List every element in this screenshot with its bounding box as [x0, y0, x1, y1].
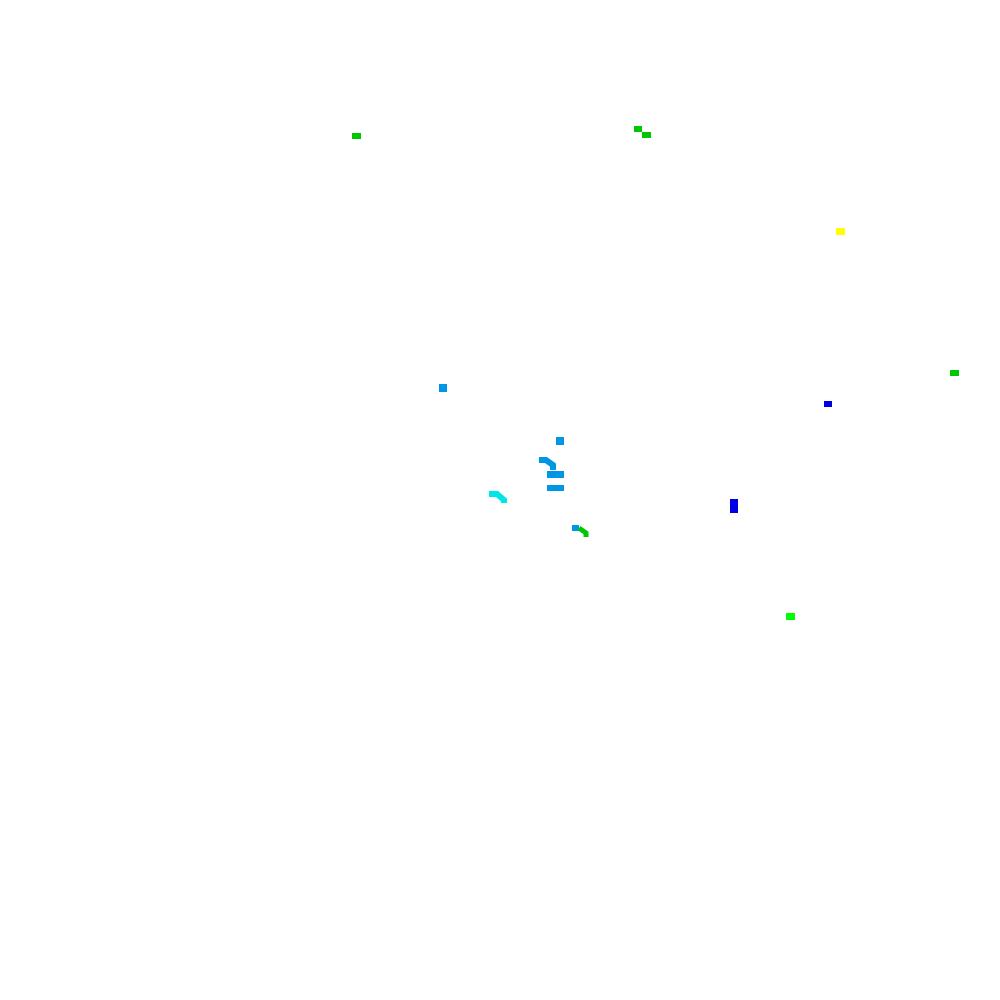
- green-fragment-4: [950, 370, 959, 376]
- azure-green-fragment: [572, 525, 589, 537]
- yellow-fragment: [836, 228, 845, 235]
- green-fragment-3: [642, 132, 651, 138]
- green-fragment-2: [634, 126, 642, 132]
- blue-fragment-1: [630, 338, 652, 354]
- azure-fragment-5: [547, 485, 564, 491]
- azure-fragment-2: [556, 437, 564, 445]
- cyan-fragment: [489, 491, 507, 503]
- bright-green-fragment: [786, 613, 795, 620]
- green-fragment-1: [352, 133, 361, 139]
- blue-fragment-3: [730, 499, 738, 513]
- blue-fragment-2: [824, 401, 832, 407]
- azure-fragment-4: [547, 471, 564, 478]
- azure-fragment-1: [439, 384, 447, 392]
- azure-fragment-3: [539, 457, 556, 470]
